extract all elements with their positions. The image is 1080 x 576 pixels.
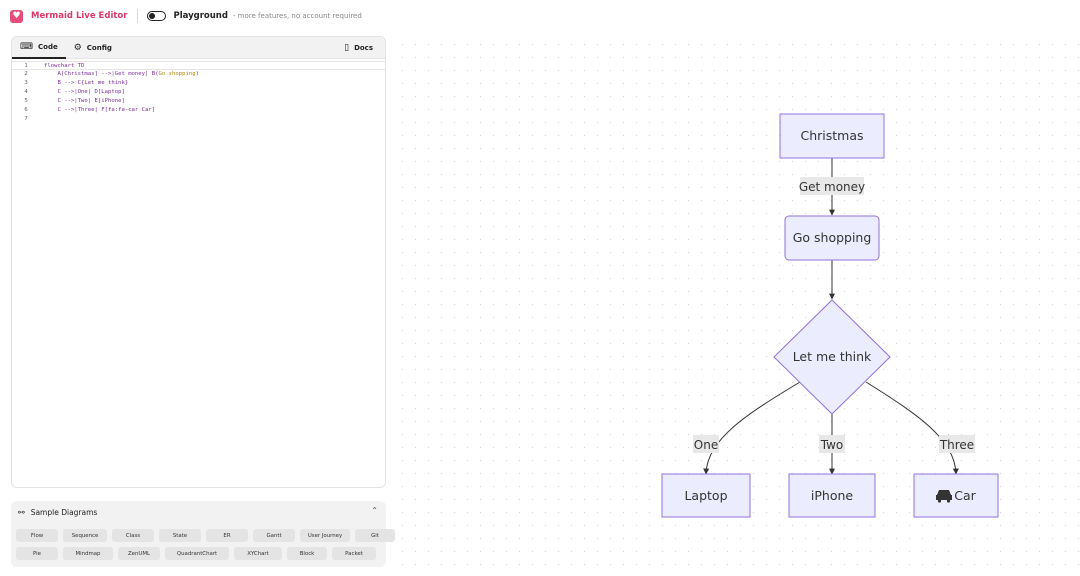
top-bar: ♥ Mermaid Live Editor Playground - more … (0, 0, 1080, 32)
sample-xychart-button[interactable]: XYChart (234, 547, 282, 560)
header-divider (137, 9, 139, 23)
playground-toggle[interactable] (147, 11, 167, 21)
code-line[interactable]: 1 flowchart TD (12, 61, 385, 70)
book-icon: ▯ (344, 43, 350, 53)
sample-git-button[interactable]: Git (355, 529, 395, 542)
sample-flow-button[interactable]: Flow (16, 529, 58, 542)
sample-sequence-button[interactable]: Sequence (63, 529, 107, 542)
line-number: 3 (24, 80, 28, 86)
editor-panel: ⌨ Code ⚙ Config ▯ Docs 1 flowchart TD 2 … (11, 36, 386, 488)
sample-mindmap-button[interactable]: Mindmap (63, 547, 113, 560)
node-go-shopping[interactable] (784, 215, 880, 261)
line-text: C -->|One| D[Laptop] (44, 89, 125, 95)
line-number: 1 (24, 63, 28, 69)
edge-label-three: Three (939, 438, 974, 452)
line-number: 7 (24, 116, 28, 122)
sample-packet-button[interactable]: Packet (332, 547, 376, 560)
edge-think-laptop (703, 381, 801, 475)
playground-label: Playground (173, 11, 228, 21)
edge-label-bg (800, 177, 864, 195)
toggle-knob (149, 13, 156, 19)
code-editor[interactable]: 1 flowchart TD 2 A[Christmas] -->|Get mo… (12, 59, 385, 124)
line-text: C -->|Two| E[iPhone] (44, 98, 125, 104)
line-text (40, 115, 44, 124)
edge-label-bg (939, 435, 975, 453)
node-car[interactable] (913, 473, 999, 518)
line-text-rest: ) (195, 71, 199, 77)
car-icon (936, 490, 952, 503)
sample-user-journey-button[interactable]: User Journey (300, 529, 350, 542)
editor-tabbar: ⌨ Code ⚙ Config ▯ Docs (12, 37, 385, 59)
sample-diagrams-panel: ⚯ Sample Diagrams ⌃ Flow Sequence Class … (11, 501, 395, 567)
code-icon: ⌨ (20, 41, 33, 52)
line-number: 4 (24, 89, 28, 95)
node-let-me-think[interactable] (773, 299, 891, 415)
diagram-canvas[interactable]: Get money One Two Three Christmas Go sho… (392, 34, 1080, 576)
sample-diagrams-header[interactable]: ⚯ Sample Diagrams ⌃ (11, 501, 386, 523)
sample-state-button[interactable]: State (159, 529, 201, 542)
code-line[interactable]: 4 C -->|One| D[Laptop] (12, 88, 385, 97)
code-line[interactable]: 6 C -->|Three| F[fa:fa-car Car] (12, 106, 385, 115)
edge-label-bg (819, 435, 845, 453)
tab-code[interactable]: ⌨ Code (12, 37, 66, 59)
sample-row-2: Pie Mindmap ZenUML QuadrantChart XYChart… (11, 547, 386, 560)
tab-config-label: Config (86, 43, 112, 52)
docs-button[interactable]: ▯ Docs (344, 37, 373, 59)
playground-subtitle: - more features, no account required (232, 12, 362, 20)
flowchart-svg: Get money One Two Three Christmas Go sho… (661, 113, 999, 518)
code-line[interactable]: 7 (12, 115, 385, 124)
line-number: 5 (24, 98, 28, 104)
sample-block-button[interactable]: Block (287, 547, 327, 560)
line-number: 6 (24, 107, 28, 113)
edge-label-get-money: Get money (799, 180, 865, 194)
sample-row-1: Flow Sequence Class State ER Gantt User … (11, 523, 395, 542)
tab-code-label: Code (38, 42, 58, 51)
line-text: B --> C{Let me think} (44, 80, 129, 86)
edge-label-one: One (694, 438, 718, 452)
mermaid-logo-icon[interactable]: ♥ (10, 9, 23, 23)
line-text-highlight: Go shopping (158, 71, 196, 77)
sample-gantt-button[interactable]: Gantt (253, 529, 295, 542)
sample-pie-button[interactable]: Pie (16, 547, 58, 560)
line-text: A[Christmas] -->|Get money| B(Go shoppin… (40, 70, 199, 79)
line-text: C -->|Three| F[fa:fa-car Car] (44, 107, 156, 113)
sample-quadrantchart-button[interactable]: QuadrantChart (165, 547, 229, 560)
edge-think-car (865, 381, 959, 475)
node-christmas[interactable] (779, 113, 885, 159)
docs-label: Docs (354, 44, 373, 52)
diagram-icon: ⚯ (18, 507, 25, 517)
edge-label-two: Two (820, 438, 844, 452)
sample-class-button[interactable]: Class (112, 529, 154, 542)
line-text-part: A[Christmas] -->|Get money| B( (44, 71, 159, 77)
line-number: 2 (24, 71, 28, 77)
line-text: flowchart TD (44, 63, 85, 69)
node-laptop[interactable] (661, 473, 751, 518)
node-iphone[interactable] (788, 473, 876, 518)
node-let-me-think-label: Let me think (793, 349, 872, 364)
edge-label-bg (693, 435, 719, 453)
sample-er-button[interactable]: ER (206, 529, 248, 542)
node-christmas-label: Christmas (800, 128, 863, 143)
sample-zenuml-button[interactable]: ZenUML (118, 547, 160, 560)
node-laptop-label: Laptop (684, 488, 727, 503)
code-line[interactable]: 5 C -->|Two| E[iPhone] (12, 97, 385, 106)
node-iphone-label: iPhone (811, 488, 854, 503)
tab-config[interactable]: ⚙ Config (66, 37, 120, 59)
sample-diagrams-title: Sample Diagrams (30, 507, 98, 517)
gear-icon: ⚙ (73, 42, 82, 53)
collapse-chevron-icon[interactable]: ⌃ (371, 506, 378, 515)
node-car-label: Car (954, 488, 976, 503)
node-go-shopping-label: Go shopping (793, 230, 872, 245)
code-line[interactable]: 3 B --> C{Let me think} (12, 79, 385, 88)
app-title[interactable]: Mermaid Live Editor (31, 11, 128, 21)
code-line[interactable]: 2 A[Christmas] -->|Get money| B(Go shopp… (12, 70, 385, 79)
